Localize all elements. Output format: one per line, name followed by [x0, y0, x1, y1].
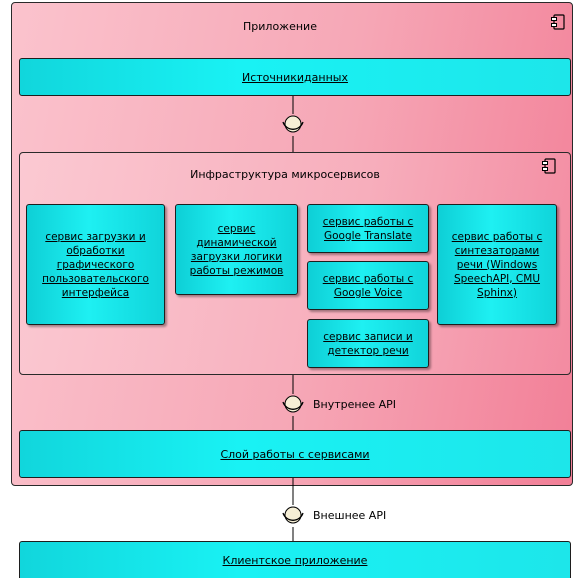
- speech-synthesizers-service[interactable]: сервис работы с синтезаторами речи (Wind…: [437, 204, 557, 325]
- gui-loading-service[interactable]: сервис загрузки и обработки графического…: [26, 204, 165, 325]
- service-label: сервис работы с Google Translate: [322, 215, 414, 242]
- component-icon: [551, 14, 565, 30]
- service-label: сервис работы с Google Voice: [322, 272, 414, 299]
- external-api-interface-icon: [282, 506, 304, 524]
- application-package-title: Приложение: [243, 20, 317, 33]
- interface-lollipop-icon: [282, 115, 304, 133]
- client-application-label: Клиентское приложение: [222, 553, 368, 567]
- service-label: сервис записи и детектор речи: [323, 330, 413, 357]
- dynamic-logic-loading-service[interactable]: сервис динамической загрузки логики рабо…: [175, 204, 298, 295]
- internal-api-interface-icon: [282, 395, 304, 413]
- service-layer-label: Слой работы с сервисами: [220, 447, 370, 461]
- service-label: сервис работы с синтезаторами речи (Wind…: [451, 230, 543, 299]
- speech-recording-detector-service[interactable]: сервис записи и детектор речи: [307, 319, 429, 368]
- component-icon: [542, 158, 556, 174]
- google-translate-service[interactable]: сервис работы с Google Translate: [307, 204, 429, 253]
- service-label: сервис загрузки и обработки графического…: [42, 230, 149, 299]
- infrastructure-title: Инфраструктура микросервисов: [190, 168, 380, 181]
- data-sources-component[interactable]: Источникиданных: [19, 58, 571, 96]
- google-voice-service[interactable]: сервис работы с Google Voice: [307, 261, 429, 310]
- data-sources-label: Источникиданных: [242, 70, 348, 84]
- service-label: сервис динамической загрузки логики рабо…: [189, 222, 284, 277]
- service-layer-component[interactable]: Слой работы с сервисами: [19, 430, 571, 478]
- external-api-label: Внешнее API: [313, 509, 387, 522]
- internal-api-label: Внутренее API: [313, 398, 397, 411]
- client-application-component[interactable]: Клиентское приложение: [19, 541, 571, 578]
